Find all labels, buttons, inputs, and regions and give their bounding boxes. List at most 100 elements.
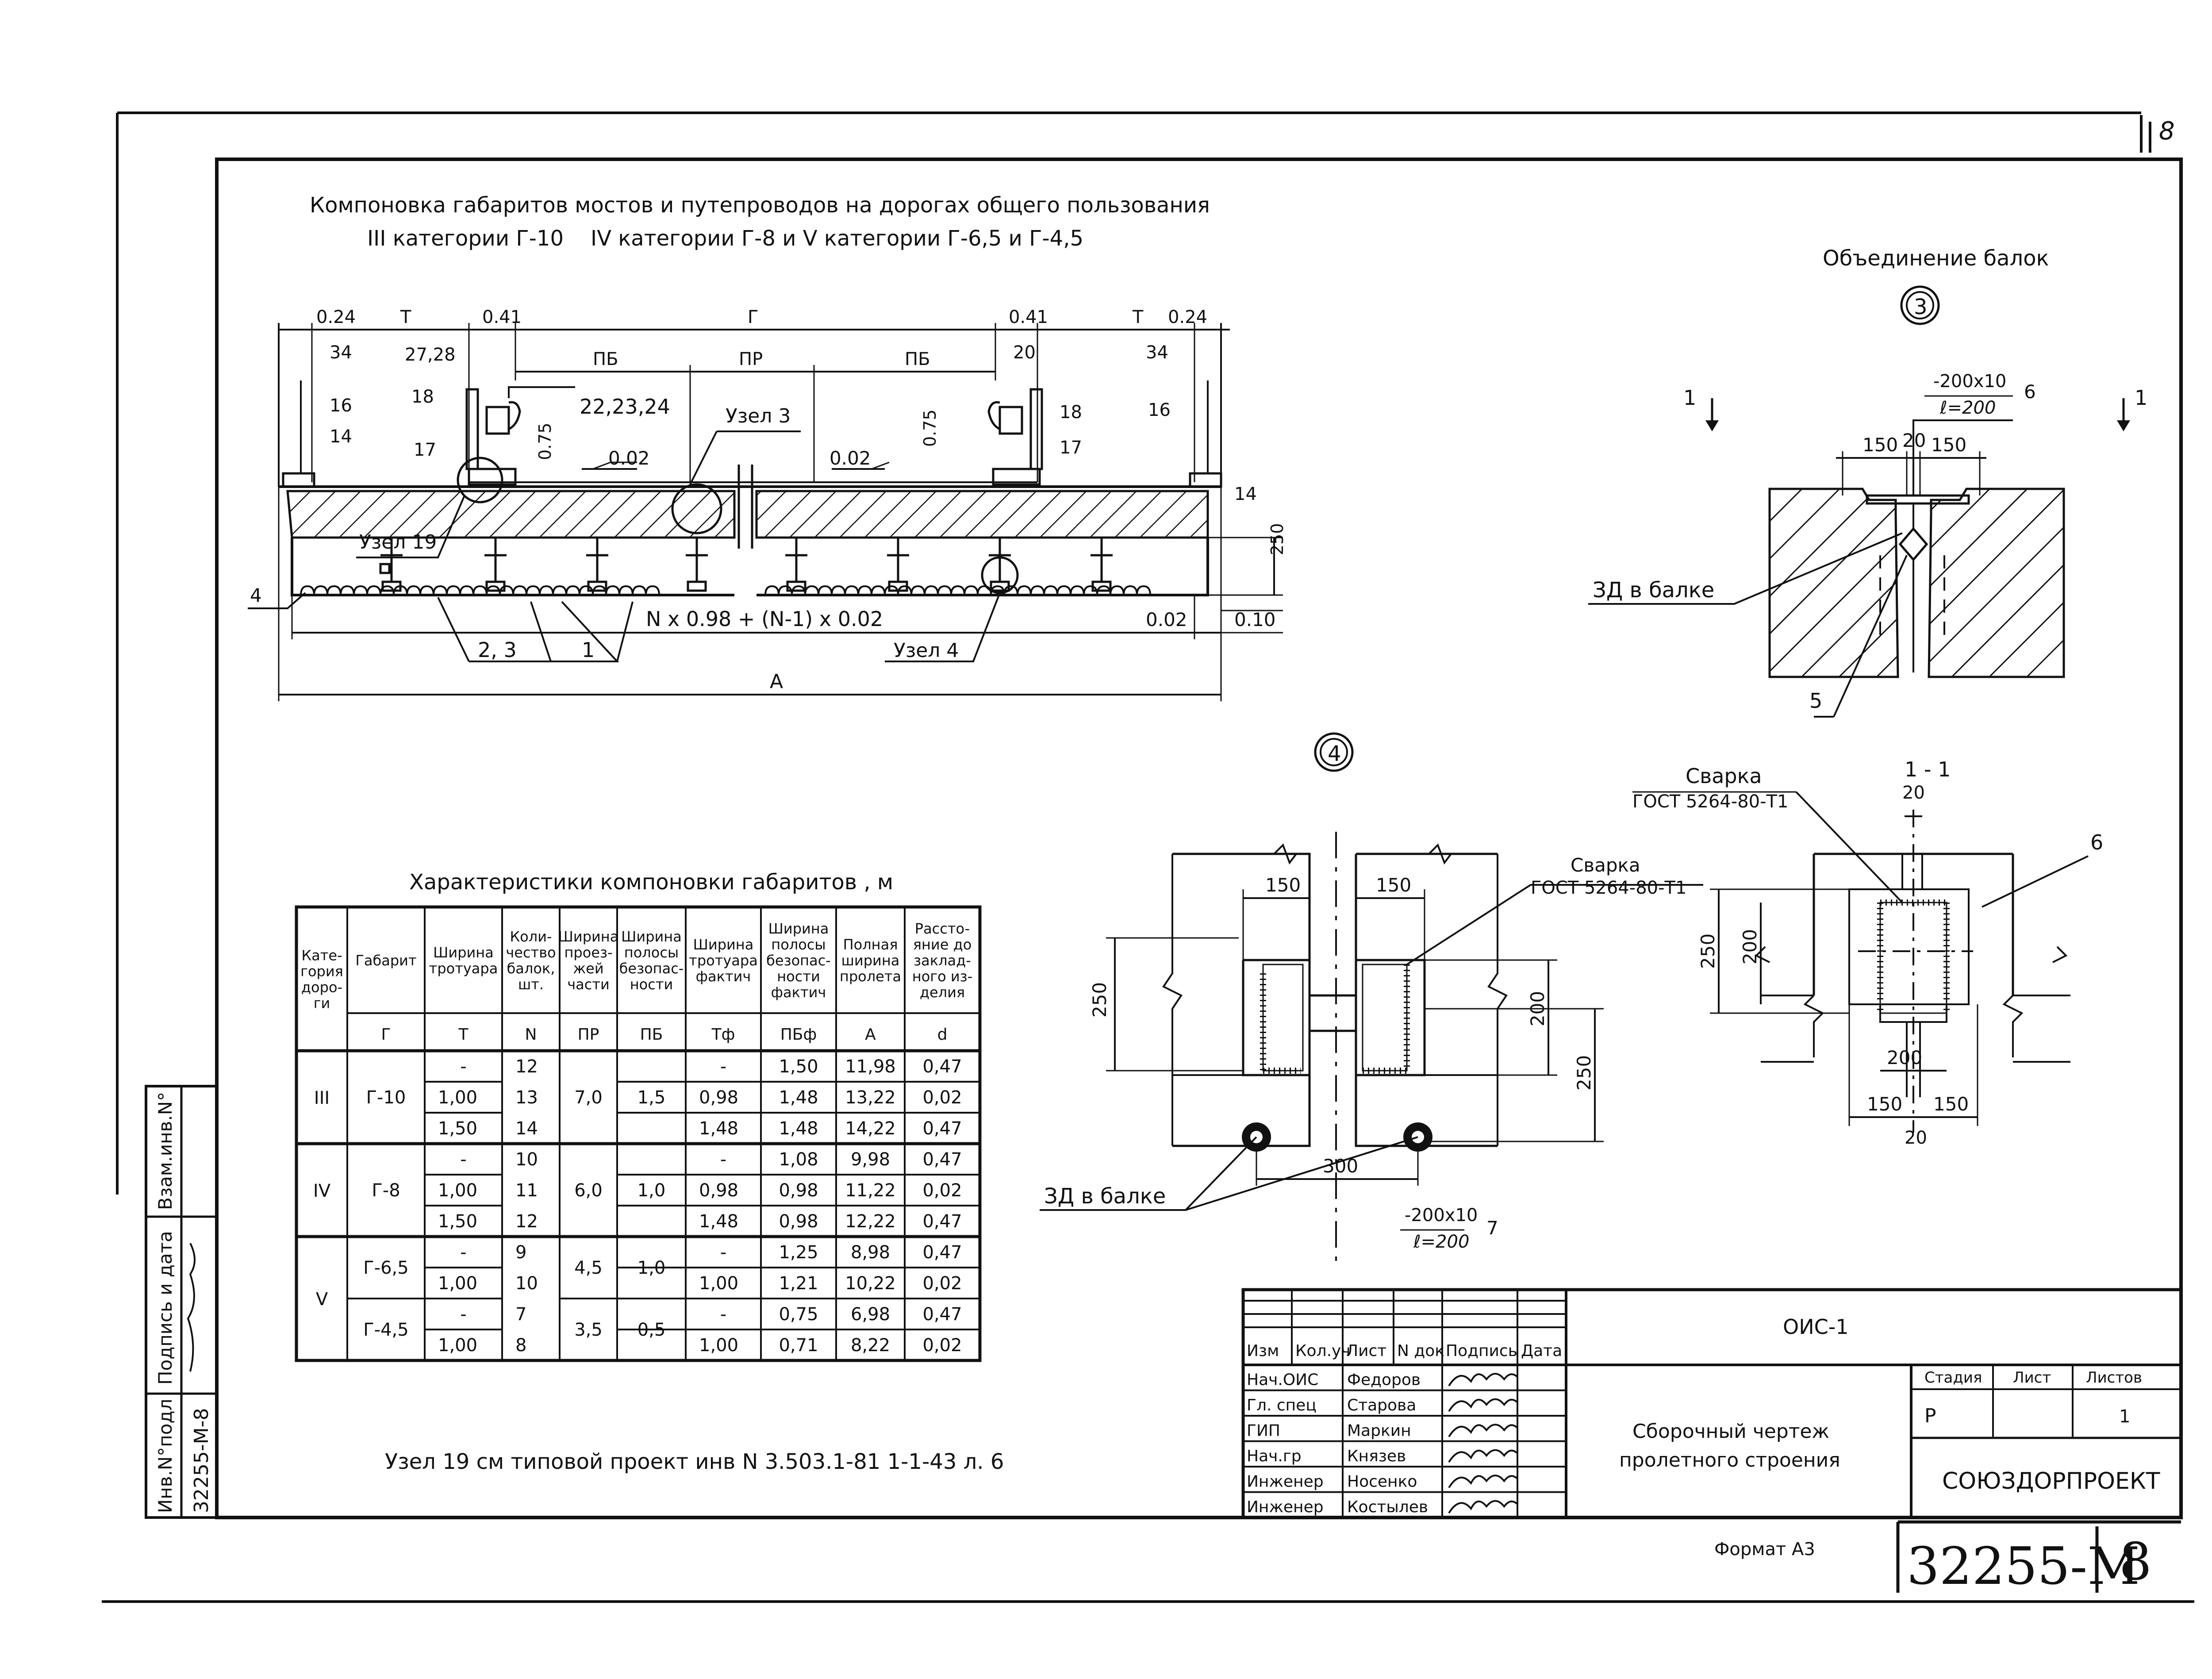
table-cell-n: 7 (515, 1304, 526, 1325)
table-cell-t: 1,00 (438, 1087, 477, 1108)
table-cell-a: 8,98 (851, 1242, 890, 1263)
table-cell-pbf: 0,71 (779, 1335, 818, 1356)
cs-mark: 2, 3 (478, 638, 517, 662)
layout-title-line1: Компоновка габаритов мостов и путепровод… (310, 193, 1210, 218)
table-cell-n: 10 (515, 1273, 538, 1294)
title-role: Инженер (1247, 1498, 1324, 1516)
table-cell-tf: 0,98 (699, 1087, 738, 1108)
table-cell-n: 8 (515, 1335, 526, 1356)
node4-circle-label: 4 (1328, 742, 1341, 766)
section11-dim-200-left: 200 (1739, 929, 1761, 964)
title-org: СОЮЗДОРПРОЕКТ (1942, 1468, 2160, 1495)
title-block (1241, 1288, 2183, 1519)
page-number: 8 (2119, 1532, 2152, 1592)
table-cell-pb: 1,0 (637, 1180, 666, 1201)
title-role: Инженер (1247, 1473, 1324, 1491)
table-cell-tf: 1,48 (699, 1211, 738, 1232)
node3-section-left: 1 (1683, 386, 1696, 410)
cs-mark: 0.02 (608, 447, 650, 469)
table-category: V (316, 1289, 328, 1310)
section11-weld-gost: ГОСТ 5264-80-Т1 (1632, 791, 1788, 812)
doc-code: 32255-М (1907, 1537, 2140, 1596)
node3-zd-label: ЗД в балке (1593, 578, 1714, 603)
title-doc-line2: пролетного строения (1619, 1449, 1840, 1472)
table-cell-d: 0,02 (922, 1087, 962, 1108)
cs-mark: 16 (1148, 400, 1171, 420)
title-dept: ОИС-1 (1783, 1315, 1849, 1339)
table-header: Габарит (355, 952, 416, 969)
table-cell-pbf: 0,98 (779, 1180, 818, 1201)
node4-dim-150-left: 150 (1265, 874, 1301, 896)
node3-title: Объединение балок (1823, 246, 2049, 271)
section11-dim-150-right: 150 (1933, 1093, 1969, 1115)
table-cell-tf: - (720, 1149, 726, 1170)
title-name: Костылев (1347, 1498, 1428, 1516)
table-cell-pr: 3,5 (574, 1320, 603, 1340)
inner-frame (215, 158, 2183, 1519)
section11-weld-label: Сварка (1686, 764, 1762, 788)
table-cell-d: 0,47 (922, 1149, 962, 1170)
table-cell-pb: 1,5 (637, 1087, 666, 1108)
cs-top-dim: 0.24 (316, 307, 356, 327)
title-name: Носенко (1347, 1473, 1417, 1491)
title-name: Старова (1347, 1396, 1416, 1414)
signature-mark (1448, 1373, 1518, 1387)
table-cell-t: 1,00 (438, 1273, 477, 1294)
table-category: III (314, 1088, 330, 1108)
signature-mark (1448, 1500, 1518, 1514)
table-cell-d: 0,47 (922, 1242, 962, 1263)
strip-label-inv-podl: Инв.N°подл (154, 1399, 176, 1513)
table-cell-tf: 0,98 (699, 1180, 738, 1201)
table-cell-tf: - (720, 1242, 726, 1263)
title-col-header: Дата (1521, 1342, 1562, 1360)
cs-mark: 4 (250, 584, 262, 606)
table-cell-n: 12 (515, 1211, 538, 1232)
title-sheets-header: Листов (2086, 1369, 2142, 1387)
table-cell-pbf: 1,48 (779, 1118, 818, 1139)
table-cell-pr: 7,0 (574, 1087, 603, 1108)
node3-dim-150-left: 150 (1863, 434, 1898, 456)
table-cell-d: 0,47 (922, 1118, 962, 1139)
cs-top-dim: 0.24 (1168, 307, 1207, 327)
node3-plate-label: -200x10 (1933, 371, 2006, 392)
cs-mark: 0.75 (920, 409, 940, 447)
title-role: Гл. спец (1247, 1396, 1317, 1414)
section11-dim-150-left: 150 (1867, 1093, 1902, 1115)
cs-mark: 18 (411, 387, 434, 407)
cs-top-dim: Г (748, 307, 758, 327)
signature-mark (1448, 1449, 1518, 1463)
table-category: IV (313, 1181, 331, 1201)
table-symbol: d (937, 1026, 948, 1044)
title-role: Нач.ОИС (1247, 1371, 1318, 1389)
node3-drawing: Объединение балок 3 1 1 150 20 150 -200x… (1588, 246, 2147, 718)
node4-dim-300: 300 (1323, 1155, 1358, 1177)
node4-plate-label: -200x10 (1405, 1205, 1478, 1226)
node4-plate-length: ℓ=200 (1413, 1232, 1469, 1252)
section11-dim-20-bottom: 20 (1905, 1128, 1927, 1148)
table-cell-d: 0,47 (922, 1057, 962, 1077)
cs-top-dim: 0.41 (482, 307, 522, 327)
cs-mark: 27,28 (405, 345, 456, 365)
cs-bottom-dim-right: 0.02 (1146, 609, 1187, 630)
title-col-header: Кол.уч (1295, 1342, 1351, 1360)
cross-section-drawing (248, 323, 1283, 701)
table-title: Характеристики компоновки габаритов , м (409, 870, 893, 895)
title-name: Федоров (1347, 1371, 1421, 1389)
table-cell-t: 1,50 (438, 1118, 477, 1139)
node3-section-right: 1 (2135, 386, 2147, 410)
section11-dim-20-top: 20 (1902, 783, 1925, 803)
signature-mark (1448, 1475, 1518, 1488)
node4-zd-label: ЗД в балке (1044, 1184, 1166, 1209)
node4-dim-250-left: 250 (1089, 982, 1110, 1018)
title-name: Князев (1347, 1447, 1406, 1465)
table-cell-a: 11,98 (845, 1057, 896, 1077)
section11-item: 6 (2090, 830, 2103, 854)
section11-dim-200-bottom: 200 (1887, 1047, 1922, 1068)
title-col-header: N док (1397, 1342, 1444, 1360)
